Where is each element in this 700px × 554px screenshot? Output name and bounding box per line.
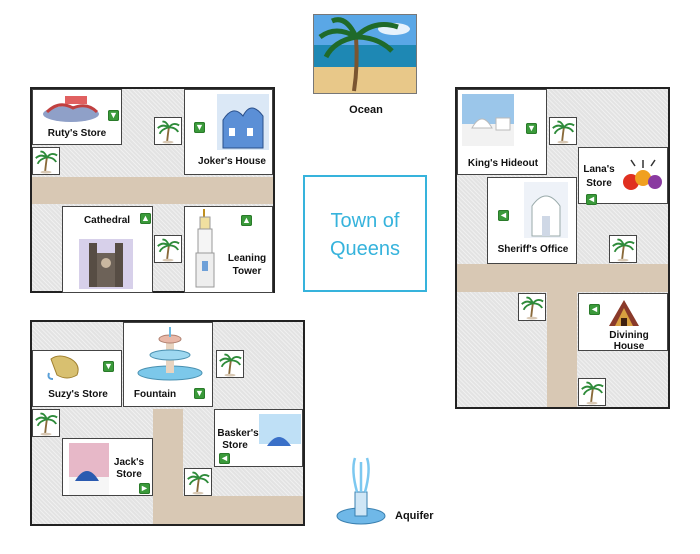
palm-tree-icon [184, 468, 212, 496]
leaning-tower-label-1: Leaning [227, 253, 267, 264]
divining-house-icon [609, 300, 639, 326]
basker-store[interactable]: Basker's Store ◄ [214, 409, 303, 467]
basker-store-label-2: Store [222, 440, 248, 451]
ruty-store-door-down[interactable]: ▼ [108, 110, 119, 121]
lana-store-door-left[interactable]: ◄ [586, 194, 597, 205]
lana-store-icon [623, 159, 662, 190]
sheriff-office-label: Sheriff's Office [497, 244, 569, 255]
joker-house[interactable]: ▼ Joker's House [184, 89, 273, 175]
road-horizontal [153, 496, 303, 524]
cathedral[interactable]: Cathedral ▲ [62, 206, 153, 293]
lana-store[interactable]: Lana's Store ◄ [578, 147, 668, 205]
palm-tree-icon [154, 235, 182, 263]
palm-tree-icon [518, 293, 546, 321]
cathedral-door-up[interactable]: ▲ [140, 213, 151, 224]
king-hideout-door-down[interactable]: ▼ [526, 123, 537, 134]
palm-tree-icon [549, 117, 577, 145]
jack-store-label-2: Store [116, 469, 142, 480]
road-vertical [547, 264, 577, 407]
suzy-store-icon [47, 355, 79, 380]
cathedral-icon [79, 239, 133, 289]
town-title: Town of Queens [303, 175, 427, 292]
divining-house-label-1: Divining [609, 330, 649, 341]
aquifer-image[interactable] [333, 456, 389, 528]
fountain[interactable]: Fountain ▼ [123, 322, 213, 407]
jack-store-door-right[interactable]: ► [139, 483, 150, 494]
palm-tree-icon [32, 147, 60, 175]
suzy-store-label: Suzy's Store [48, 389, 108, 400]
block-east: ▼ King's Hideout Lana's Store ◄ ◄ Sherif… [455, 87, 670, 409]
ocean-image[interactable] [313, 14, 417, 94]
block-northwest: Ruty's Store ▼ ▼ Joker's House Cathedral… [30, 87, 275, 293]
cathedral-label: Cathedral [83, 215, 131, 226]
king-hideout-icon [462, 94, 514, 146]
jack-store-icon [69, 443, 109, 495]
jack-store-label-1: Jack's [113, 457, 145, 468]
sheriff-office[interactable]: ◄ Sheriff's Office [487, 177, 577, 264]
palm-tree-icon [216, 350, 244, 378]
fountain-door-down[interactable]: ▼ [194, 388, 205, 399]
joker-house-door-down[interactable]: ▼ [194, 122, 205, 133]
king-hideout[interactable]: ▼ King's Hideout [457, 89, 547, 175]
fountain-icon [137, 327, 203, 381]
lana-store-label-2: Store [586, 178, 612, 189]
basker-store-label-1: Basker's [217, 428, 259, 439]
town-title-line1: Town of [330, 210, 400, 232]
divining-house-label-2: House [613, 341, 645, 352]
suzy-store-door-down[interactable]: ▼ [103, 361, 114, 372]
palm-tree-icon [32, 409, 60, 437]
basker-store-door-left[interactable]: ◄ [219, 453, 230, 464]
aquifer-label: Aquifer [395, 510, 434, 522]
leaning-tower-door-up[interactable]: ▲ [241, 215, 252, 226]
joker-house-label: Joker's House [198, 156, 266, 167]
leaning-tower-icon [195, 209, 215, 288]
sheriff-office-icon [524, 182, 568, 238]
ruty-store-label: Ruty's Store [47, 128, 107, 139]
king-hideout-label: King's Hideout [467, 158, 539, 169]
road-horizontal [32, 177, 273, 204]
basker-store-icon [259, 414, 301, 462]
block-southwest: ▼ Suzy's Store Fountain ▼ Basker's Store… [30, 320, 305, 526]
leaning-tower-label-2: Tower [232, 266, 262, 277]
divining-house[interactable]: ◄ Divining House [578, 293, 668, 352]
town-title-line2: Queens [329, 238, 401, 260]
palm-tree-icon [609, 235, 637, 263]
jack-store[interactable]: Jack's Store ► [62, 438, 153, 496]
fountain-label: Fountain [133, 389, 177, 400]
joker-house-icon [217, 94, 269, 150]
palm-tree-icon [154, 117, 182, 145]
ocean-label: Ocean [349, 104, 383, 116]
leaning-tower[interactable]: ▲ Leaning Tower [184, 206, 273, 293]
suzy-store[interactable]: ▼ Suzy's Store [32, 350, 122, 407]
ruty-store-icon [43, 96, 99, 122]
divining-house-door-left[interactable]: ◄ [589, 304, 600, 315]
ruty-store[interactable]: Ruty's Store ▼ [32, 89, 122, 145]
sheriff-office-door-left[interactable]: ◄ [498, 210, 509, 221]
lana-store-label-1: Lana's [583, 164, 615, 175]
palm-tree-icon [578, 378, 606, 406]
